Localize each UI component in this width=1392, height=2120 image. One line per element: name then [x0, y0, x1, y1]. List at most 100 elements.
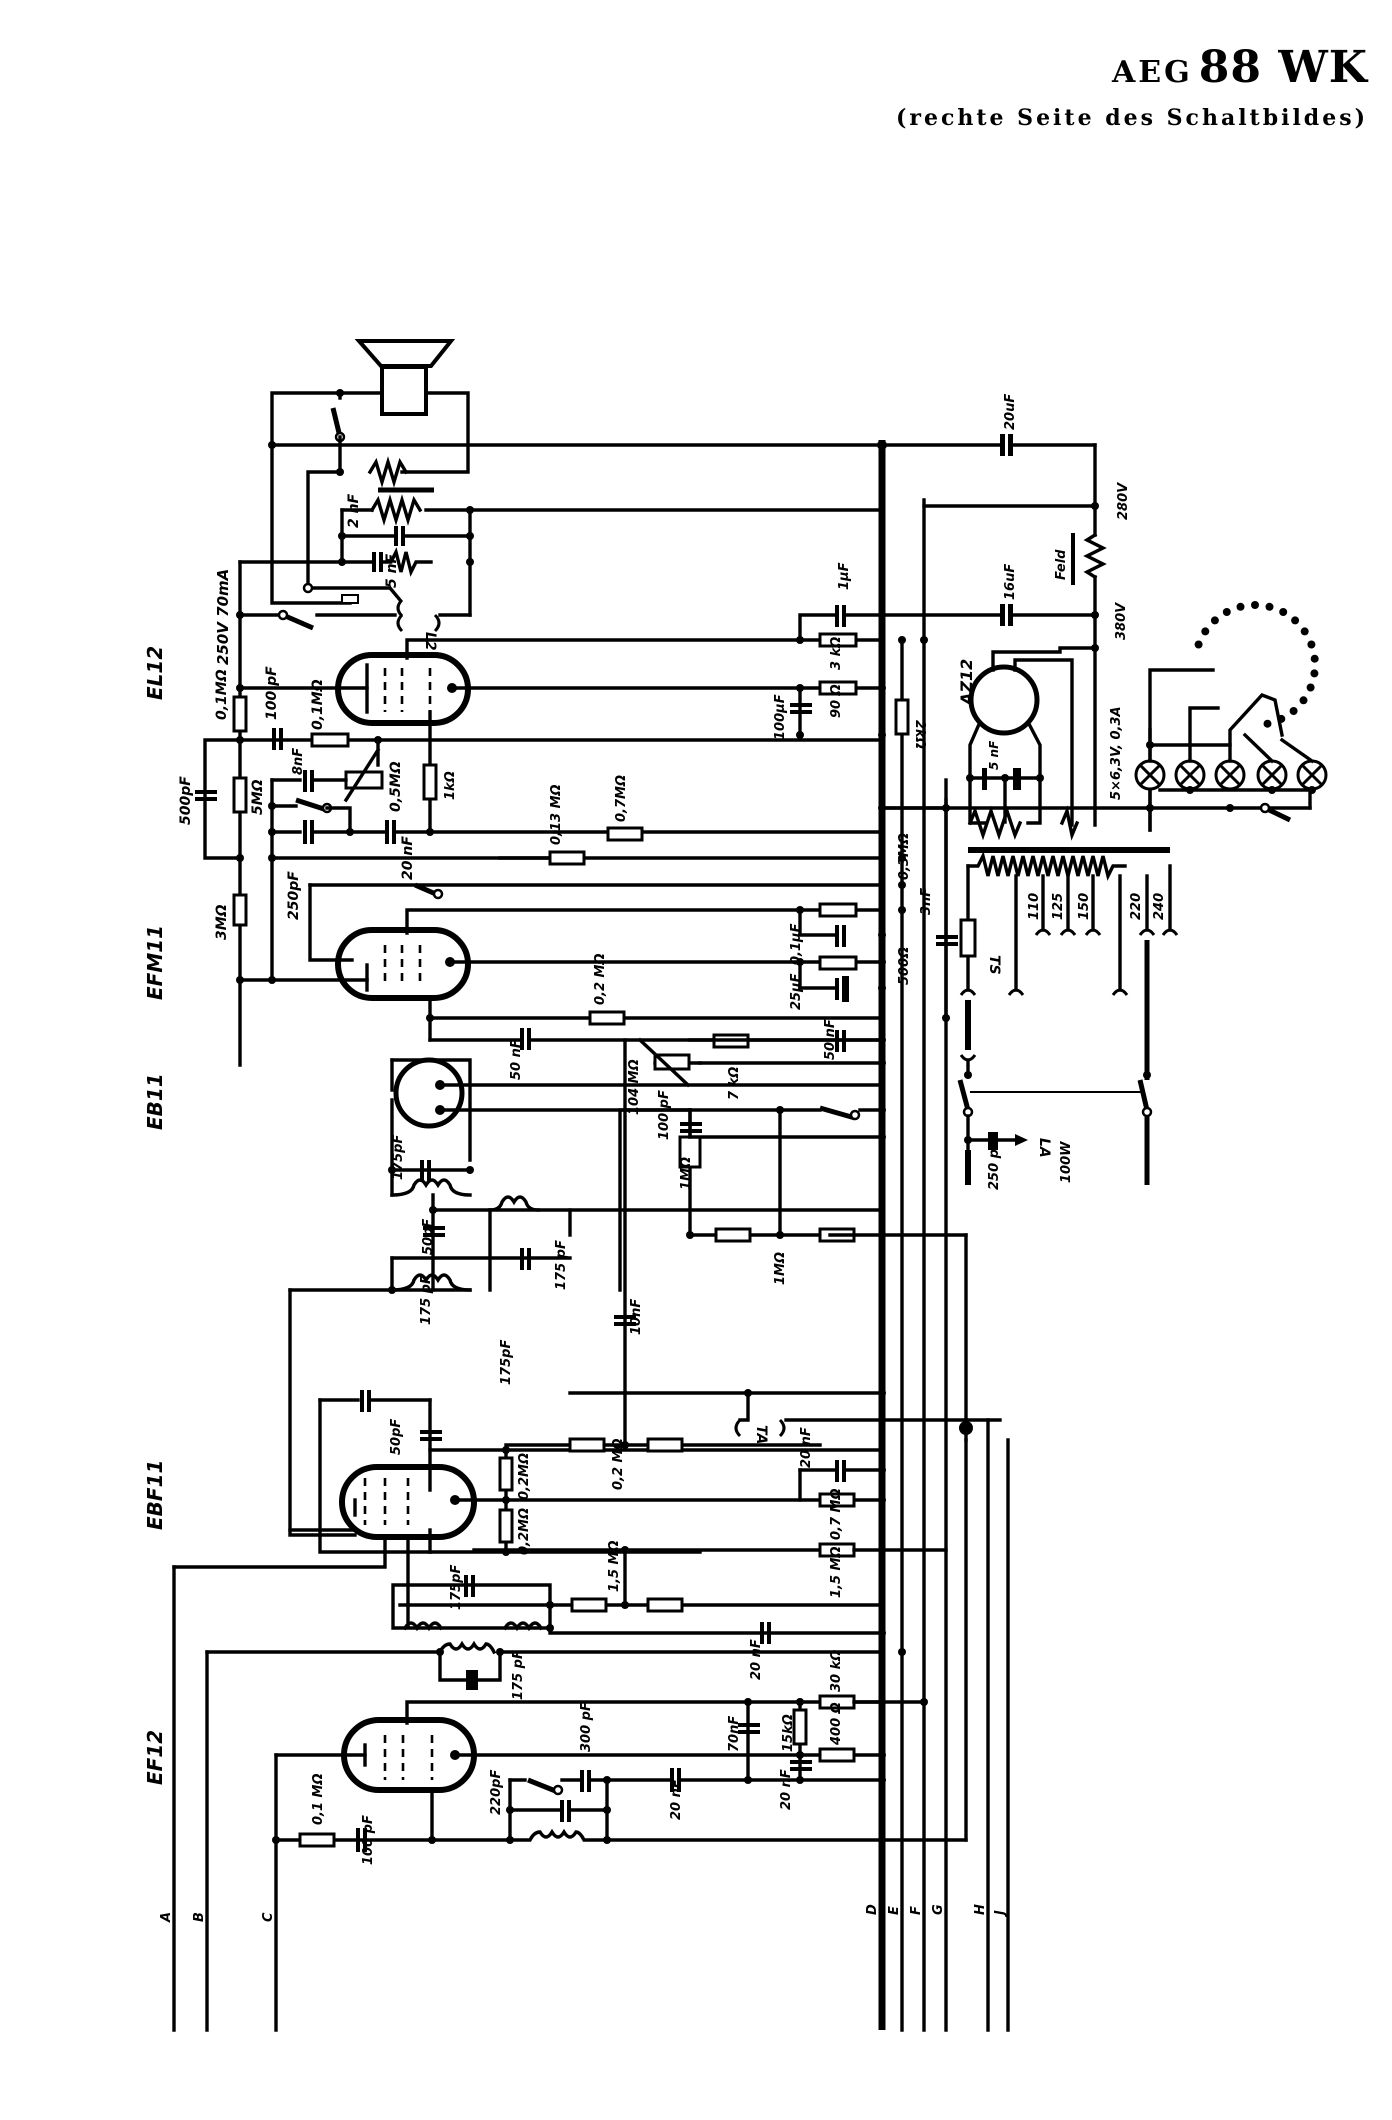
- tube-label-el12: EL12: [143, 646, 167, 700]
- label-r-30k: 30 kΩ: [829, 1650, 844, 1692]
- resistor-400: [818, 1747, 856, 1763]
- tube-labels: EL12 EFM11 EB11 EBF11 EF12: [143, 646, 167, 1785]
- label-r-01m: 0,1MΩ: [310, 679, 326, 730]
- label-r-07m-ebf: 0,7 MΩ: [829, 1488, 844, 1540]
- tube-label-az12: AZ12: [957, 659, 976, 707]
- label-r-500: 500Ω: [897, 947, 912, 985]
- bus-label-h: H: [973, 1904, 988, 1915]
- label-r-90: 90 Ω: [829, 684, 844, 718]
- resistor-02m-b: [498, 1508, 514, 1544]
- label-pot-05m: 0,5MΩ: [388, 761, 404, 812]
- label-field: Feld: [1054, 549, 1069, 580]
- resistor-02m: [588, 1010, 626, 1026]
- transformer-winding-icon: [369, 494, 423, 526]
- label-r-02m-a: 0,2MΩ: [517, 1453, 532, 1500]
- bus-label-d: D: [865, 1904, 880, 1915]
- label-r-2k: 2kΩ: [912, 720, 927, 749]
- coil-icon: [390, 1178, 472, 1197]
- label-v-280: 280V: [1116, 482, 1131, 520]
- dial-scale-dot: [1194, 640, 1203, 649]
- dial-scale-dot: [1236, 602, 1245, 611]
- label-c-220pf: 220pF: [489, 1770, 504, 1815]
- tube-efm11: [335, 927, 471, 1001]
- label-c-20uf: 20uF: [1003, 394, 1018, 430]
- resistor-2k: [894, 698, 910, 736]
- label-r-grid: 0,1MΩ: [214, 669, 230, 720]
- label-lamps: 5×6,3V, 0,3A: [1109, 706, 1124, 800]
- label-c-20nf-ef12-b: 20 nF: [779, 1769, 794, 1810]
- resistor-1m-a: [714, 1227, 752, 1243]
- switch[interactable]: [282, 612, 314, 631]
- power-switch[interactable]: [957, 1079, 971, 1111]
- dial-scale-dot: [1279, 608, 1288, 616]
- label-c-20nf-ef12-a: 20 nF: [669, 1779, 684, 1820]
- label-c-1uf: 1µF: [837, 562, 852, 590]
- label-r-15m-pair: 1,5 MΩ: [607, 1540, 622, 1592]
- label-c-175pf-d: 175pF: [499, 1340, 514, 1385]
- label-c-100uf: 100µF: [773, 694, 788, 740]
- label-c-5nf-az: 5 nF: [987, 740, 1001, 770]
- bus-labels: A B C D E F G H J: [159, 1904, 1008, 1923]
- resistor-5m: [232, 776, 248, 814]
- resistor-02m-d: [646, 1437, 684, 1453]
- label-c-175pf-ebf-b: 175 pF: [511, 1650, 526, 1700]
- speaker-magnet-icon: [380, 365, 428, 416]
- bus-label-a: A: [159, 1912, 174, 1923]
- tube-label-ebf11: EBF11: [143, 1460, 167, 1530]
- label-v-380: 380V: [1114, 602, 1129, 640]
- bus-lines: [172, 440, 1010, 2032]
- label-r-7k: 7 kΩ: [727, 1067, 742, 1100]
- resistor-icon: [367, 456, 409, 488]
- resistor-01m-ef12: [298, 1832, 336, 1848]
- resistor-icon: [381, 547, 433, 577]
- label-tap-220: 220: [1129, 893, 1144, 920]
- label-r-3k: 3 kΩ: [829, 637, 844, 670]
- dial-scale-dots: [1194, 601, 1319, 728]
- model-label: 88 WK: [1198, 42, 1368, 93]
- el12-stage: 0,1MΩ 100 pF 0,1MΩ 500pF 5MΩ 8nF 0,5MΩ 1…: [178, 638, 884, 982]
- resistor-01m-b: [310, 732, 350, 748]
- bus-label-f: F: [909, 1906, 924, 1915]
- heater-winding-icon: [967, 805, 1023, 841]
- dial-scale-dot: [1265, 602, 1274, 611]
- label-r-02m: 0,2 MΩ: [593, 953, 608, 1005]
- label-c-10nf: 10nF: [629, 1299, 644, 1335]
- tube-az12: [968, 664, 1040, 736]
- resistor-1k: [422, 763, 438, 801]
- label-c-100pf-det: 100 pF: [657, 1090, 672, 1140]
- dial-lamps: [1134, 668, 1328, 832]
- resistor-01m: [232, 695, 248, 733]
- switch[interactable]: [819, 1105, 856, 1121]
- tube-label-eb11: EB11: [143, 1073, 167, 1130]
- dial-scale-dot: [1291, 616, 1300, 625]
- label-c-5nf: 5 nF: [384, 553, 400, 588]
- fuse-ts: [959, 918, 977, 958]
- dial-scale-dot: [1300, 627, 1309, 636]
- power-switch-b[interactable]: [1137, 1079, 1150, 1111]
- resistor-15m-a: [570, 1597, 608, 1613]
- label-c-50pf-a: 50pF: [421, 1219, 436, 1255]
- label-c-500pf: 500pF: [178, 776, 194, 825]
- brand-label: AEG: [1112, 55, 1193, 90]
- dial-scale-dot: [1201, 627, 1210, 636]
- speaker-icon: [354, 339, 456, 368]
- dial-scale-dot: [1310, 669, 1319, 678]
- label-c-20nf-ebf-b: 20 nF: [749, 1639, 764, 1680]
- label-tap-240: 240: [1152, 893, 1167, 920]
- resistor-013m: [548, 850, 586, 866]
- coil-icon: [502, 1621, 544, 1632]
- label-r-1k: 1kΩ: [443, 771, 458, 800]
- tube-eb11: [393, 1057, 465, 1129]
- dial-scale-dot: [1299, 696, 1308, 705]
- label-c-250pf: 250pF: [286, 871, 302, 920]
- label-r-013m: 0,13 MΩ: [549, 784, 564, 845]
- resistor-15m-b: [646, 1597, 684, 1613]
- label-c-175pf-c: 175 pF: [419, 1275, 434, 1325]
- resistor-07m-b: [818, 1492, 856, 1508]
- label-c-20nf: 20 nF: [400, 836, 416, 880]
- label-r-5m: 5MΩ: [250, 779, 266, 815]
- resistor-07m: [606, 826, 644, 842]
- tube-label-ef12: EF12: [143, 1730, 167, 1785]
